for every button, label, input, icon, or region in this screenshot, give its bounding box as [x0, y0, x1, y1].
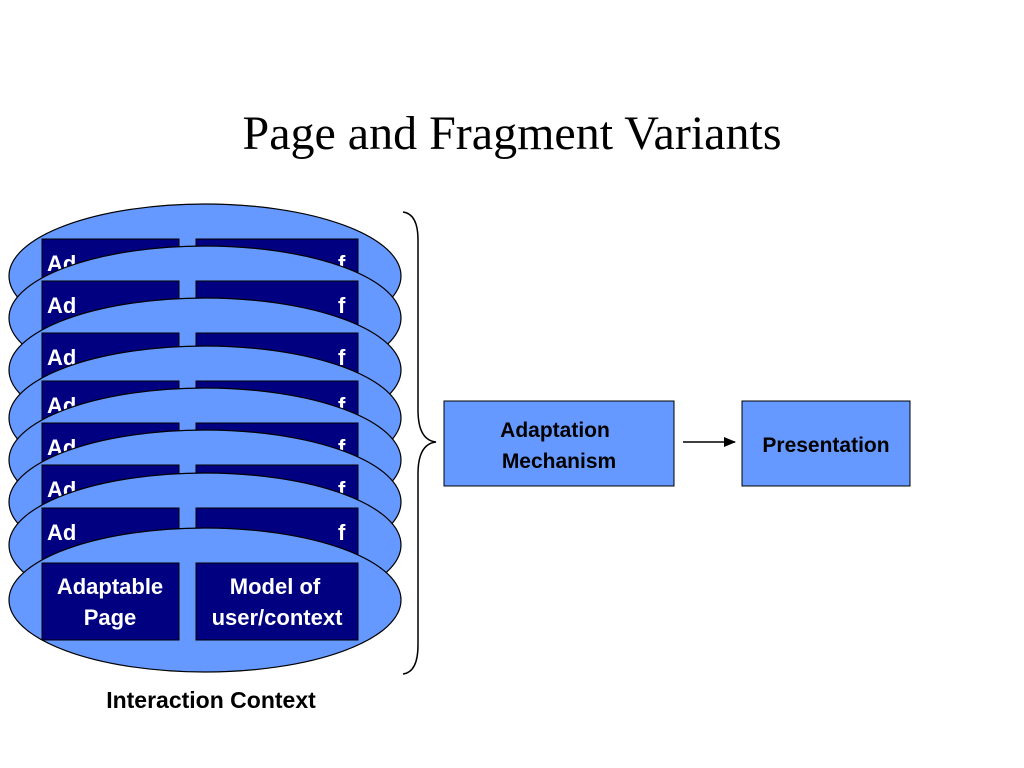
adaptable-page-fragment: Ad	[47, 520, 76, 545]
adaptable-page-line2: Page	[84, 605, 137, 630]
adaptation-box-line2: Mechanism	[502, 450, 616, 473]
user-context-model-fragment: f	[338, 345, 346, 370]
adaptable-page-line1: Adaptable	[57, 574, 163, 599]
grouping-brace	[402, 211, 437, 675]
user-context-model-fragment: f	[338, 393, 346, 418]
user-context-model-line1: Model of	[230, 574, 321, 599]
user-context-model-fragment: f	[338, 520, 346, 545]
interaction-context-caption: Interaction Context	[106, 687, 316, 713]
presentation-box: Presentation	[741, 400, 911, 487]
page-title: Page and Fragment Variants	[242, 107, 782, 160]
adaptable-page-box	[41, 562, 180, 641]
user-context-model-line2: user/context	[212, 605, 343, 630]
adaptation-box-line1: Adaptation	[500, 419, 610, 442]
adaptation-mechanism-box: Adaptation Mechanism	[443, 400, 675, 487]
adaptable-page-fragment: Ad	[47, 293, 76, 318]
user-context-model-fragment: f	[338, 293, 346, 318]
user-context-model-box	[195, 562, 359, 641]
user-context-model-fragment: f	[338, 435, 346, 460]
user-context-model-fragment: f	[338, 477, 346, 502]
user-context-model-fragment: f	[338, 251, 346, 276]
presentation-label: Presentation	[762, 434, 889, 457]
